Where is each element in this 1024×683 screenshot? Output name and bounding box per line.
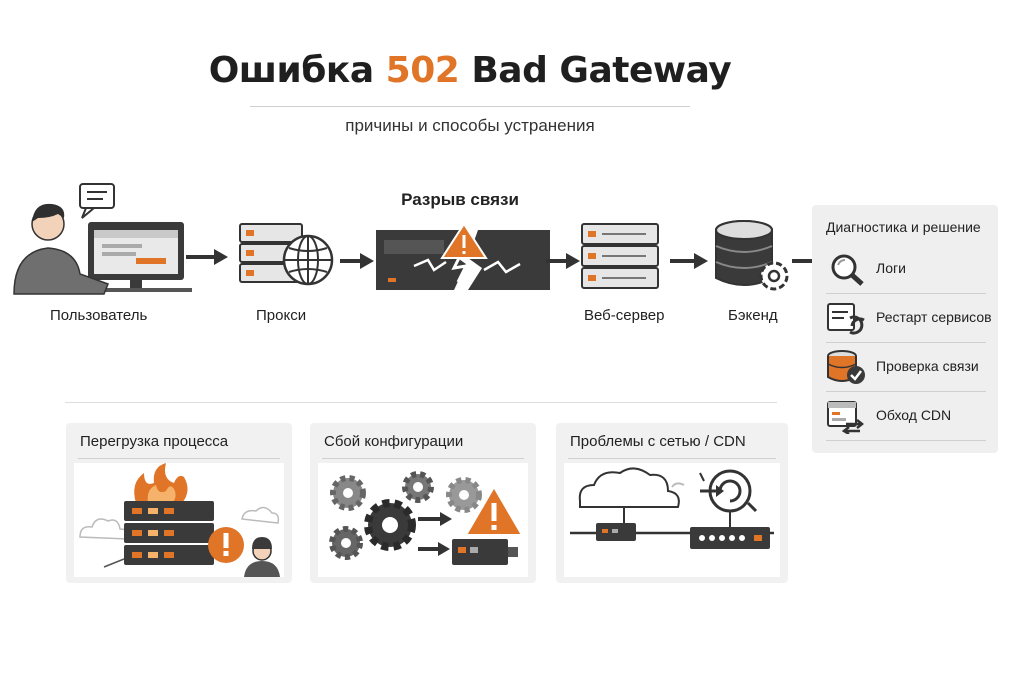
flow-arrow bbox=[546, 253, 580, 269]
overloaded-server-icon bbox=[79, 463, 280, 577]
cause-card-title: Проблемы с сетью / CDN bbox=[570, 433, 746, 450]
card-divider bbox=[78, 458, 280, 459]
diagnostics-item-logs[interactable]: Логи bbox=[812, 245, 998, 293]
user-at-computer-icon bbox=[13, 183, 192, 295]
diagnostics-title: Диагностика и решение bbox=[826, 219, 981, 235]
diagnostics-item-cdn[interactable]: Обход CDN bbox=[812, 392, 998, 440]
flow-arrow bbox=[340, 253, 374, 269]
cause-card-illustration bbox=[318, 463, 528, 577]
cause-card-overload: Перегрузка процесса bbox=[66, 423, 292, 583]
proxy-server-icon bbox=[239, 223, 334, 286]
flow-arrow bbox=[186, 249, 228, 265]
config-gears-icon bbox=[329, 471, 524, 565]
web-server-label: Веб-сервер bbox=[584, 307, 665, 324]
diagnostics-item-label: Проверка связи bbox=[876, 358, 979, 374]
section-divider bbox=[65, 402, 777, 403]
diagnostics-item-restart[interactable]: Рестарт сервисов bbox=[812, 294, 998, 342]
backend-node bbox=[712, 218, 796, 298]
network-cdn-icon bbox=[570, 467, 774, 549]
diagnostics-item-label: Обход CDN bbox=[876, 407, 952, 423]
proxy-node bbox=[236, 220, 340, 290]
restart-icon bbox=[827, 303, 865, 335]
cause-card-title: Перегрузка процесса bbox=[80, 433, 229, 450]
title-suffix: Bad Gateway bbox=[459, 50, 732, 91]
database-gear-icon bbox=[715, 220, 789, 291]
user-node bbox=[8, 178, 198, 303]
page-title: Ошибка 502 Bad Gateway bbox=[0, 50, 940, 91]
card-divider bbox=[322, 458, 524, 459]
diagnostics-item-connection[interactable]: Проверка связи bbox=[812, 343, 998, 391]
flow-arrow bbox=[670, 253, 708, 269]
page-subtitle: причины и способы устранения bbox=[345, 116, 595, 135]
cause-card-config: Сбой конфигурации bbox=[310, 423, 536, 583]
title-code: 502 bbox=[385, 50, 460, 91]
title-prefix: Ошибка bbox=[208, 50, 386, 91]
connection-check-icon bbox=[827, 350, 865, 384]
backend-label: Бэкенд bbox=[728, 307, 778, 324]
magnifier-icon bbox=[831, 254, 864, 286]
diagnostics-divider bbox=[826, 391, 986, 392]
cause-card-title: Сбой конфигурации bbox=[324, 433, 464, 450]
connection-break-label: Разрыв связи bbox=[401, 190, 519, 209]
title-divider bbox=[250, 106, 690, 107]
cause-card-illustration bbox=[74, 463, 284, 577]
diagnostics-divider bbox=[826, 293, 986, 294]
cause-card-illustration bbox=[564, 463, 780, 577]
diagnostics-divider bbox=[826, 440, 986, 441]
cause-card-network: Проблемы с сетью / CDN bbox=[556, 423, 788, 583]
web-server-icon bbox=[581, 223, 659, 289]
card-divider bbox=[568, 458, 776, 459]
diagnostics-divider bbox=[826, 342, 986, 343]
user-label: Пользователь bbox=[50, 307, 148, 324]
diagnostics-item-label: Логи bbox=[876, 260, 906, 276]
cdn-bypass-icon bbox=[827, 401, 865, 434]
broken-link-node bbox=[374, 218, 554, 298]
diagnostics-item-label: Рестарт сервисов bbox=[876, 309, 992, 325]
broken-connection-icon bbox=[376, 222, 550, 290]
web-server-node bbox=[580, 222, 662, 290]
proxy-label: Прокси bbox=[256, 307, 307, 324]
diagnostics-panel: Диагностика и решение Логи Рестарт серви… bbox=[812, 205, 998, 453]
